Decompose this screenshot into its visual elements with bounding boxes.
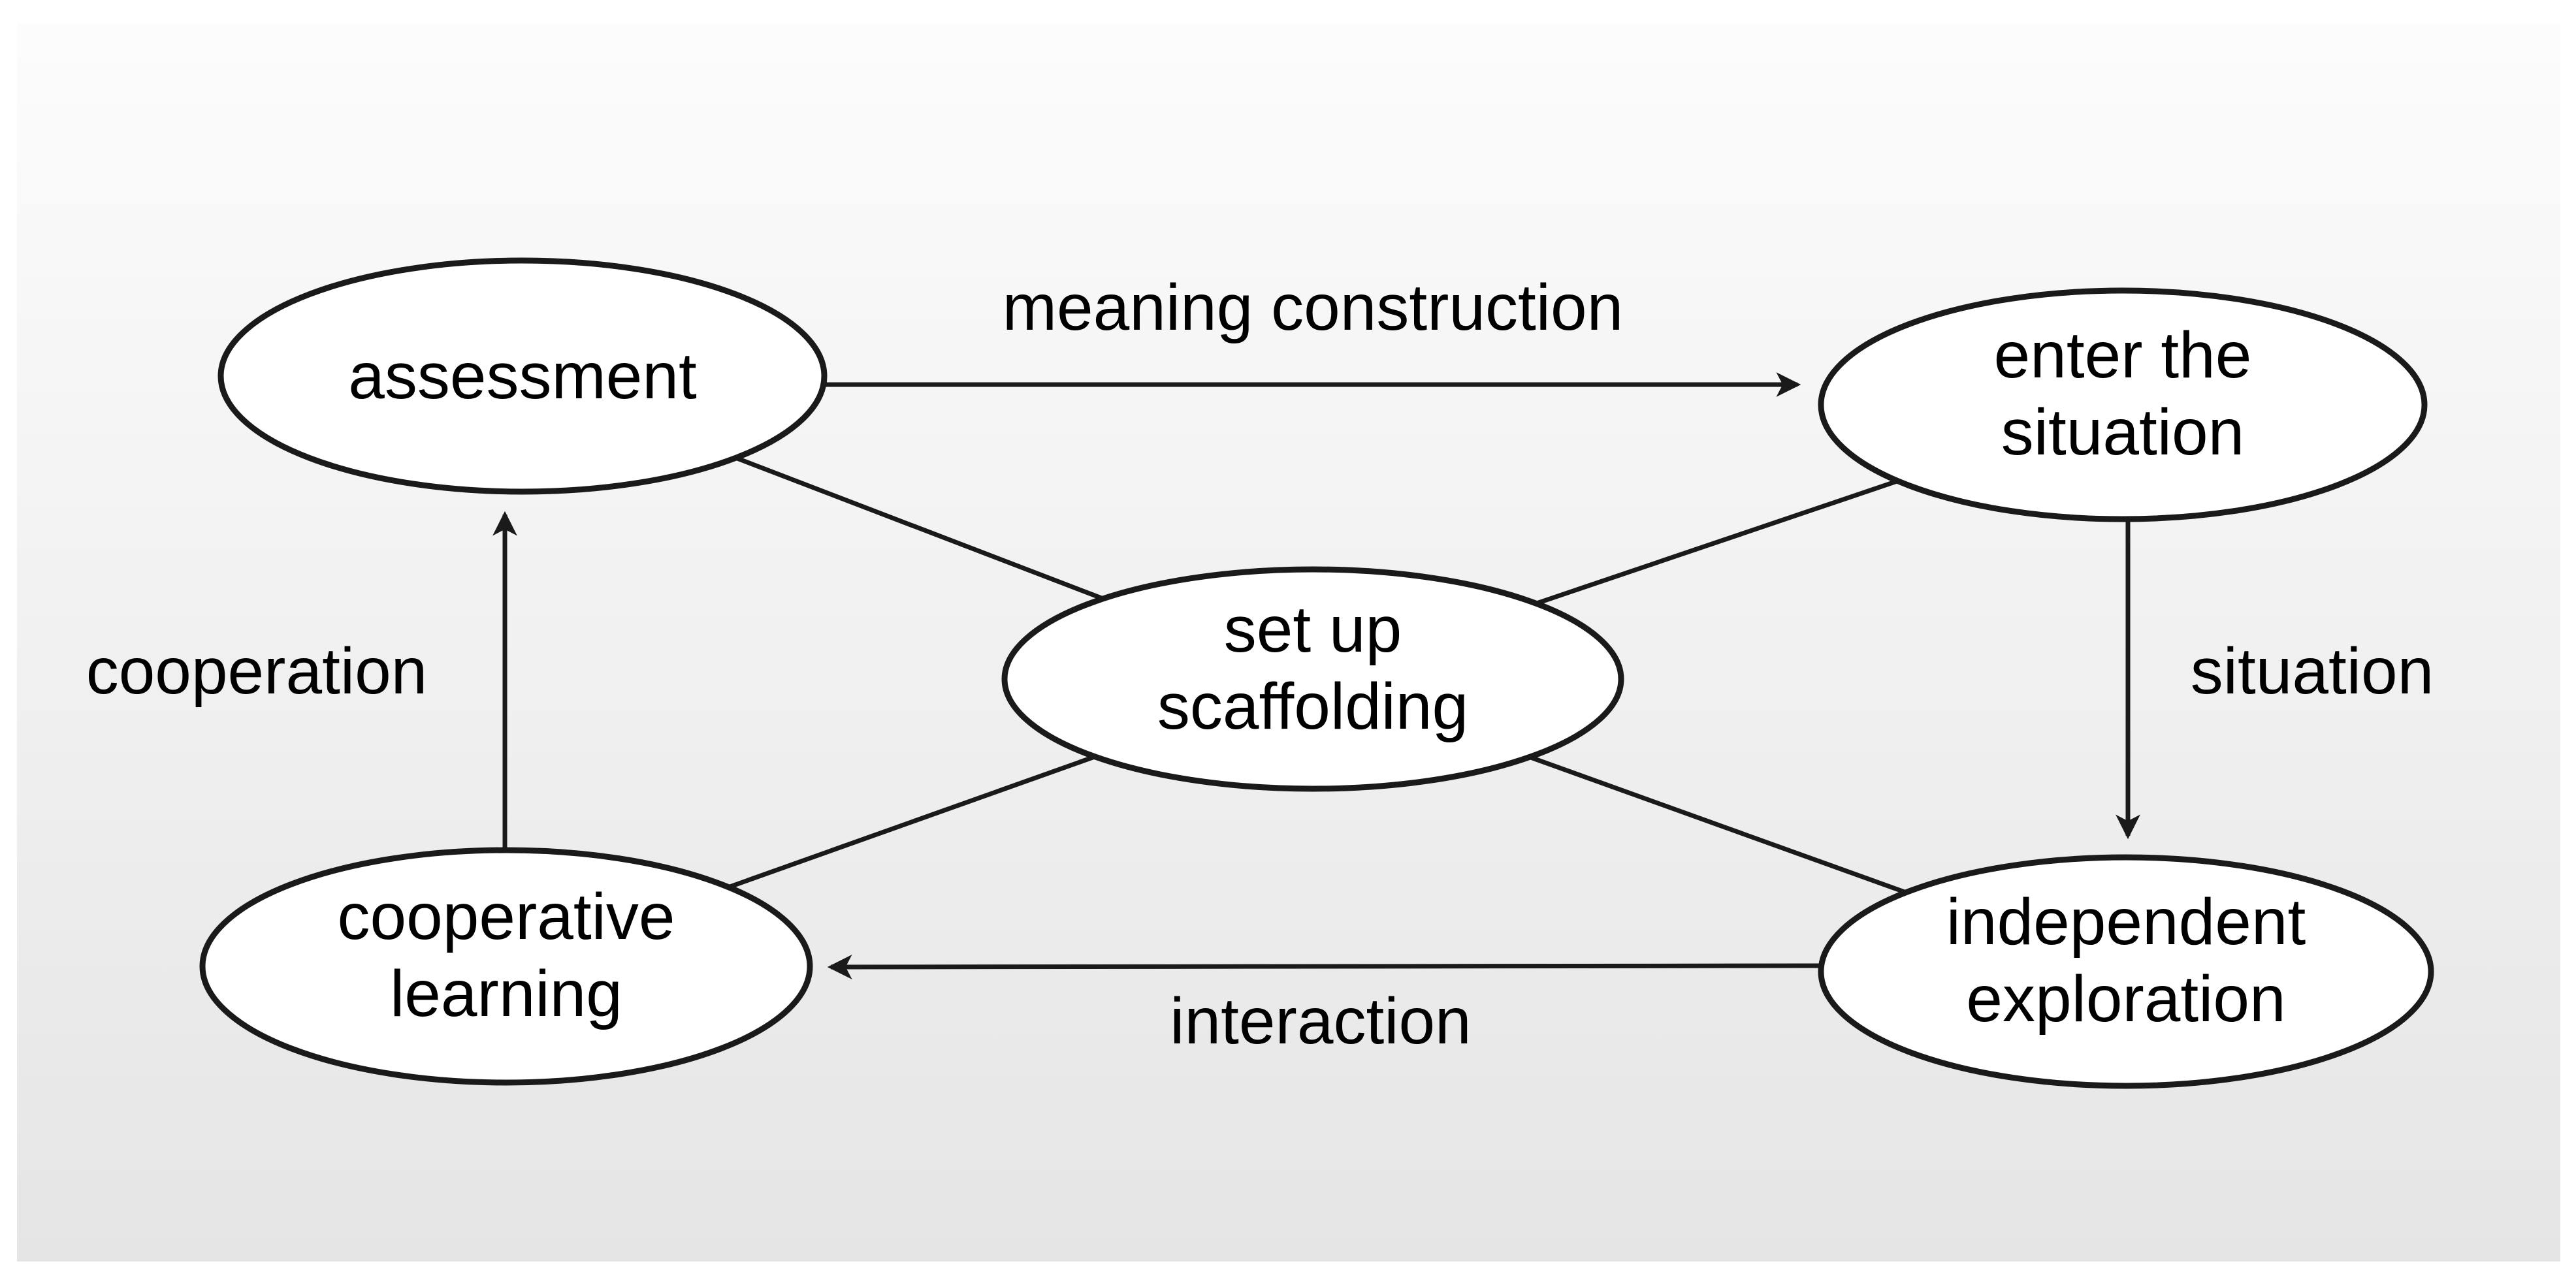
enter-the-situation-ellipse <box>1818 287 2428 522</box>
edge-label-interaction: interaction <box>1170 985 1471 1058</box>
set-up-scaffolding-ellipse <box>1001 566 1624 792</box>
diagram-arrows <box>492 372 2140 979</box>
independent-exploration-ellipse <box>1818 854 2434 1089</box>
node-cooperative-learning: cooperative learning <box>199 847 813 1086</box>
edge-labels: meaning construction cooperation situati… <box>86 271 2434 1058</box>
node-independent-exploration: independent exploration <box>1818 854 2434 1089</box>
node-enter-the-situation: enter the situation <box>1818 287 2428 522</box>
set-up-scaffolding-label-line1: set up <box>1224 593 1402 666</box>
cooperative-learning-label-line2: learning <box>390 957 622 1030</box>
enter-the-situation-label-line2: situation <box>2001 396 2244 469</box>
edge-label-meaning-construction: meaning construction <box>1003 271 1624 344</box>
node-set-up-scaffolding: set up scaffolding <box>1001 566 1624 792</box>
arrow-interaction <box>827 955 1823 979</box>
independent-exploration-label-line1: independent <box>1946 885 2306 959</box>
independent-exploration-label-line2: exploration <box>1966 962 2285 1036</box>
edge-label-cooperation: cooperation <box>86 635 428 708</box>
assessment-ellipse <box>217 257 828 495</box>
edge-label-situation: situation <box>2191 635 2434 708</box>
set-up-scaffolding-label-line2: scaffolding <box>1157 670 1468 743</box>
assessment-label: assessment <box>348 340 697 413</box>
node-assessment: assessment <box>217 257 828 495</box>
enter-the-situation-label-line1: enter the <box>1994 319 2252 392</box>
cooperative-learning-label-line1: cooperative <box>338 880 675 953</box>
